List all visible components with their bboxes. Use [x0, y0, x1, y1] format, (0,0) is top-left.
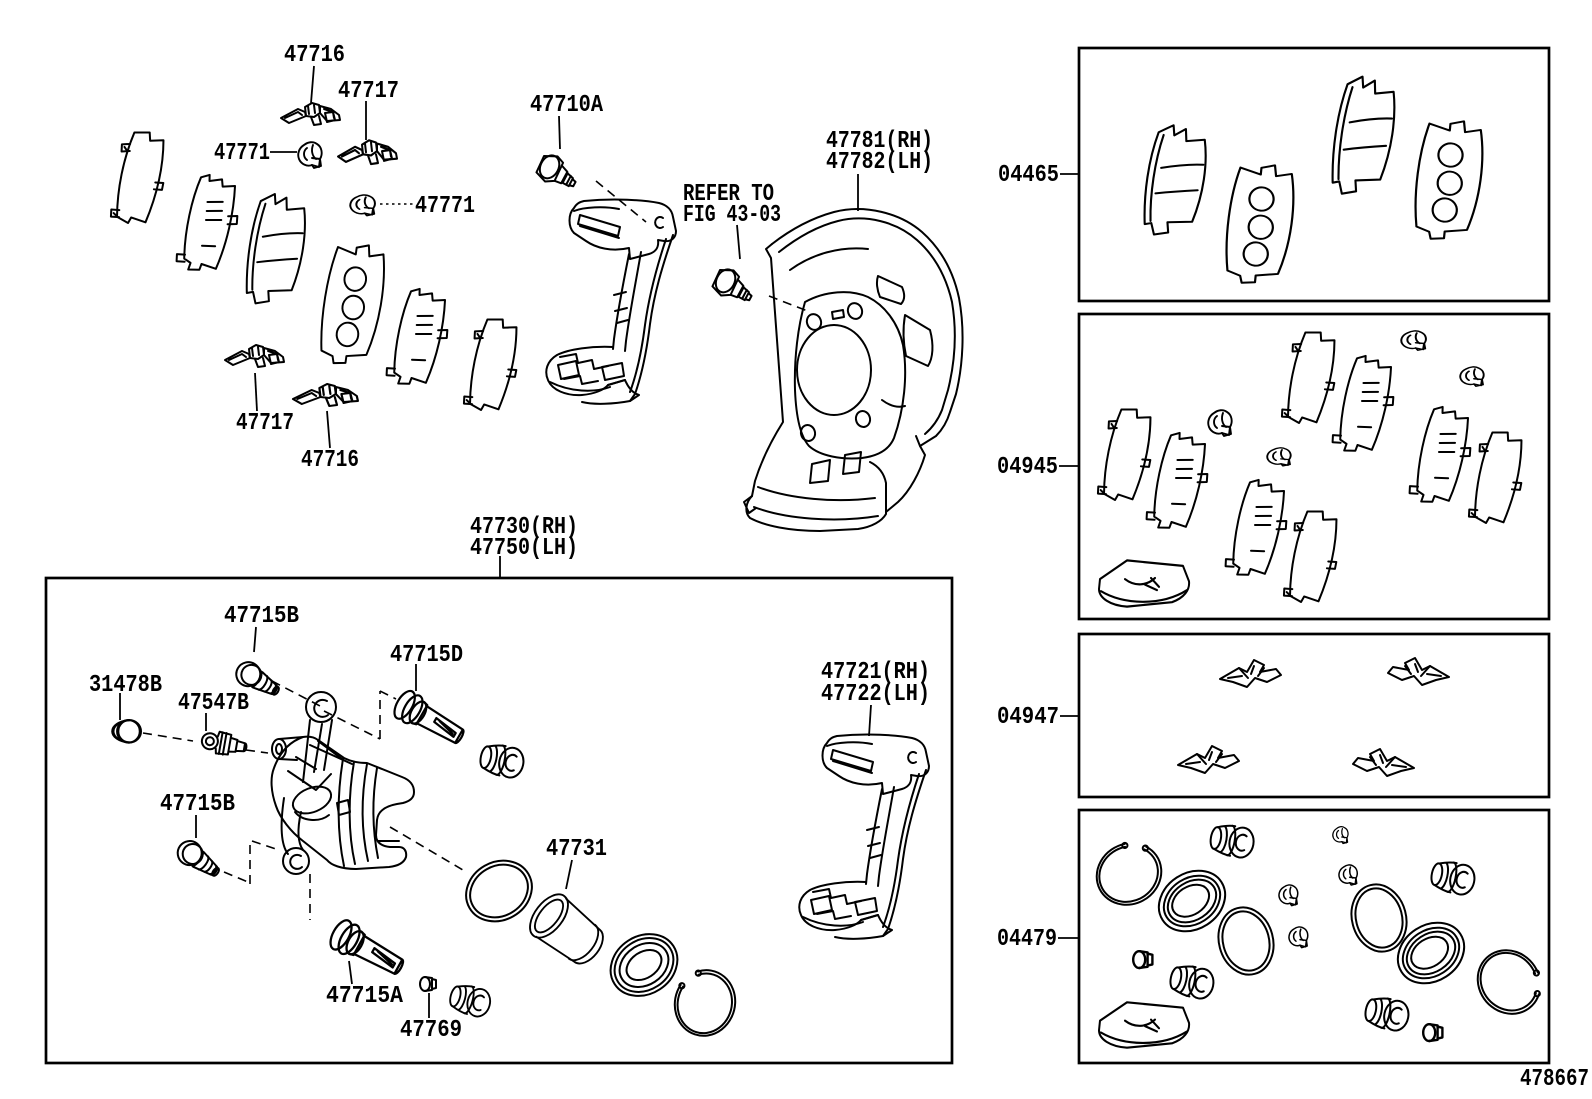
svg-text:47781(RH): 47781(RH) [826, 128, 933, 155]
svg-text:04479: 04479 [997, 926, 1057, 953]
svg-text:47715A: 47715A [326, 983, 404, 1010]
svg-text:47716: 47716 [284, 42, 345, 69]
svg-text:47750(LH): 47750(LH) [470, 535, 578, 562]
svg-text:47717: 47717 [236, 410, 294, 437]
svg-text:47771: 47771 [214, 140, 270, 167]
svg-text:47722(LH): 47722(LH) [821, 681, 930, 708]
svg-text:47769: 47769 [400, 1017, 462, 1044]
svg-text:04947: 04947 [997, 704, 1059, 731]
svg-text:47771: 47771 [415, 193, 475, 220]
svg-text:47730(RH): 47730(RH) [470, 514, 578, 541]
svg-text:47731: 47731 [546, 836, 607, 863]
svg-text:REFER TO: REFER TO [683, 181, 774, 208]
svg-text:47716: 47716 [301, 447, 359, 474]
svg-text:47782(LH): 47782(LH) [826, 149, 933, 176]
svg-text:47710A: 47710A [530, 92, 603, 119]
svg-text:47721(RH): 47721(RH) [821, 659, 930, 686]
svg-text:04465: 04465 [998, 162, 1059, 189]
svg-text:478667: 478667 [1520, 1066, 1589, 1093]
svg-text:47715D: 47715D [390, 642, 463, 669]
svg-text:FIG 43-03: FIG 43-03 [683, 202, 781, 229]
svg-text:47715B: 47715B [160, 791, 235, 818]
svg-text:31478B: 31478B [89, 672, 162, 699]
svg-text:04945: 04945 [997, 454, 1058, 481]
svg-text:47715B: 47715B [224, 603, 299, 630]
svg-text:47717: 47717 [338, 78, 399, 105]
svg-text:47547B: 47547B [178, 690, 249, 717]
